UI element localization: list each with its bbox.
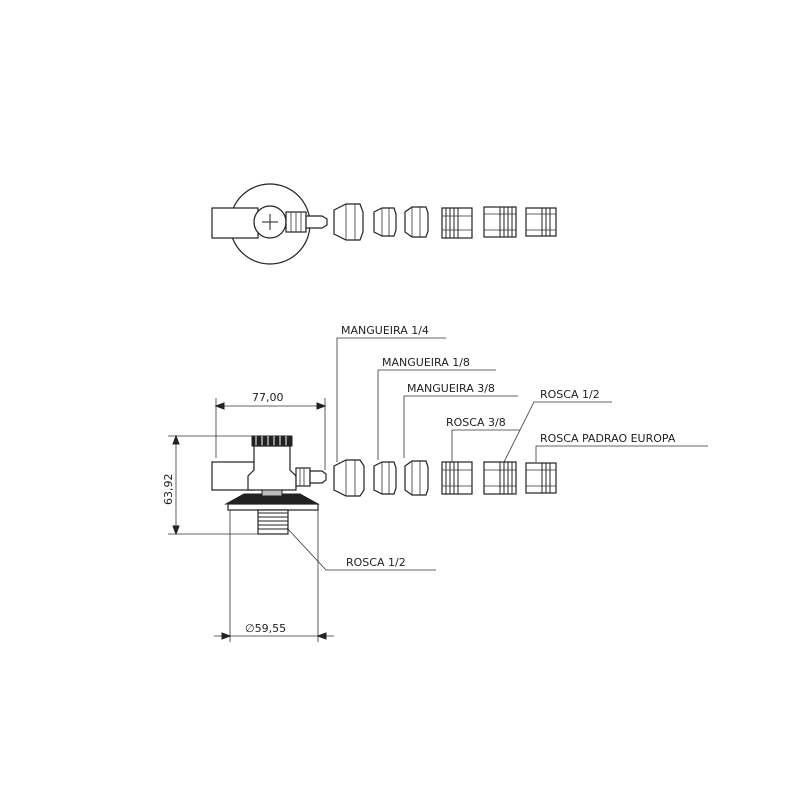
- label-rosca-3-8: ROSCA 3/8: [446, 416, 506, 429]
- label-rosca-1-2-top: ROSCA 1/2: [540, 388, 600, 401]
- front-view-lever: [211, 461, 255, 491]
- dimension-diameter-value: ∅59,55: [245, 622, 286, 635]
- top-view: [211, 183, 557, 265]
- top-view-lever: [211, 207, 259, 239]
- front-view: [211, 435, 557, 535]
- dimension-width: 77,00: [214, 391, 327, 470]
- dimension-width-value: 77,00: [252, 391, 284, 404]
- top-view-fitting-mangueira-1-4: [333, 203, 364, 241]
- top-view-fitting-mangueira-3-8: [404, 206, 429, 238]
- dimension-height: 63,92: [162, 434, 258, 536]
- front-view-fitting-rosca-1-2: [483, 461, 517, 495]
- front-view-outlet: [295, 467, 311, 487]
- label-mangueira-3-8: MANGUEIRA 3/8: [407, 382, 495, 395]
- dimension-height-value: 63,92: [162, 474, 175, 506]
- front-view-fitting-mangueira-1-8: [373, 461, 397, 495]
- top-view-fitting-mangueira-1-8: [373, 207, 397, 237]
- label-mangueira-1-4: MANGUEIRA 1/4: [341, 324, 429, 337]
- front-view-valve-body: [247, 445, 297, 491]
- label-rosca-1-2-bottom: ROSCA 1/2: [346, 556, 406, 569]
- front-view-base-plate: [227, 503, 319, 511]
- leaders: [286, 337, 708, 571]
- top-view-fitting-rosca-1-2: [483, 206, 517, 238]
- front-view-fitting-rosca-3-8: [441, 461, 473, 495]
- top-view-hose-barb: [305, 215, 328, 229]
- dimension-diameter: ∅59,55: [214, 510, 334, 642]
- label-mangueira-1-8: MANGUEIRA 1/8: [382, 356, 470, 369]
- front-view-threaded-stem: [257, 509, 289, 535]
- front-view-fitting-mangueira-1-4: [333, 459, 365, 497]
- front-view-fitting-rosca-padrao-europa: [525, 462, 557, 494]
- front-view-fitting-mangueira-3-8: [404, 460, 429, 496]
- label-rosca-padrao-europa: ROSCA PADRAO EUROPA: [540, 432, 676, 445]
- front-view-hose-barb: [309, 470, 327, 484]
- top-view-fitting-rosca-padrao-europa: [525, 207, 557, 237]
- top-view-fitting-rosca-3-8: [441, 207, 473, 239]
